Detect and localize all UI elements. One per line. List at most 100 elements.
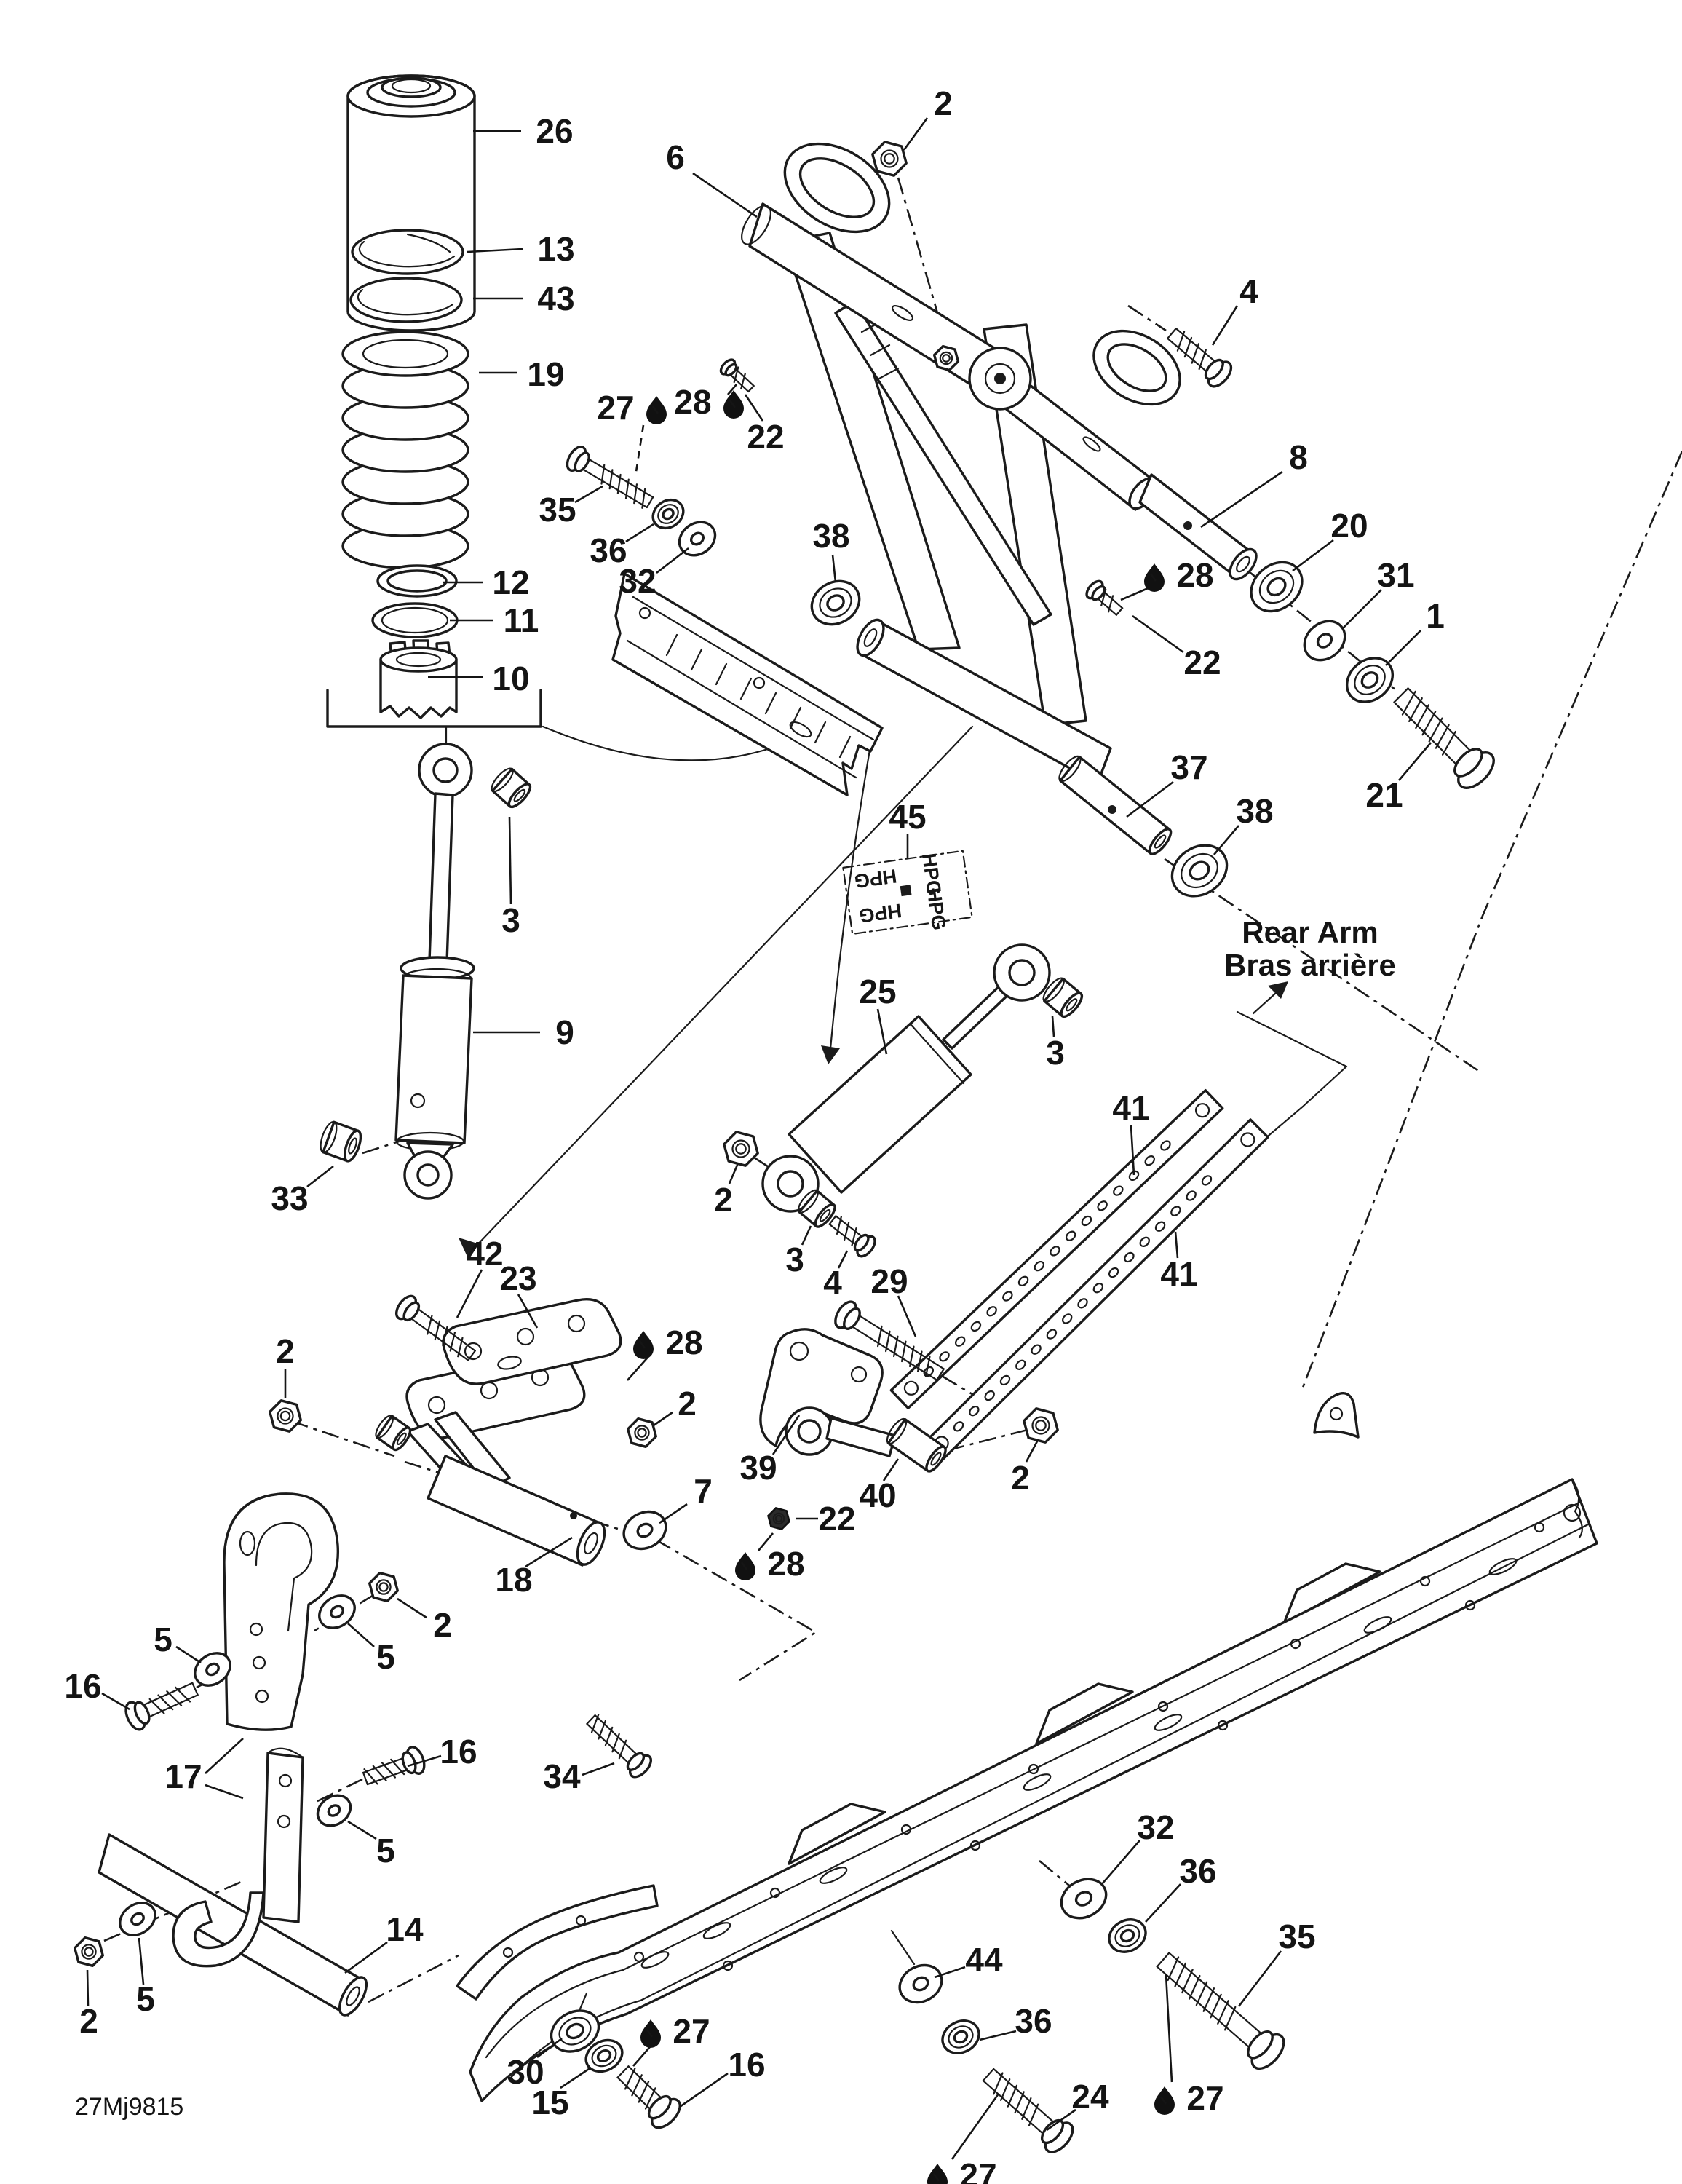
hex-nut — [269, 1399, 302, 1433]
svg-text:27: 27 — [673, 2012, 710, 2050]
cup-washer — [1346, 657, 1394, 703]
callout-37: 37 — [1126, 748, 1208, 818]
callout-28: 28 — [674, 383, 744, 421]
flat-washer — [119, 1902, 156, 1936]
svg-text:28: 28 — [665, 1324, 702, 1361]
svg-text:5: 5 — [376, 1638, 395, 1676]
svg-text:32: 32 — [619, 562, 656, 600]
decal-text: HPG — [923, 887, 951, 932]
svg-text:24: 24 — [1071, 2078, 1109, 2116]
svg-text:35: 35 — [1278, 1918, 1315, 1955]
hex-bolt — [362, 1746, 426, 1786]
callout-38: 38 — [812, 517, 850, 583]
hex-bolt — [1156, 1952, 1285, 2070]
svg-text:35: 35 — [539, 491, 576, 529]
callout-5: 5 — [347, 1820, 395, 1870]
callout-3: 3 — [1046, 1016, 1065, 1072]
flat-washer — [194, 1652, 231, 1687]
hex-bolt — [1085, 579, 1124, 616]
pin — [1058, 755, 1173, 855]
svg-text:5: 5 — [376, 1832, 395, 1870]
flat-washer — [316, 1794, 352, 1827]
callout-4: 4 — [823, 1250, 849, 1302]
callout-2: 2 — [653, 1385, 697, 1427]
cup-washer — [941, 2019, 980, 2054]
callout-39: 39 — [739, 1415, 801, 1487]
svg-text:16: 16 — [440, 1733, 477, 1770]
cup-washer — [1170, 844, 1229, 898]
callout-30: 30 — [507, 2037, 563, 2091]
callout-2: 2 — [79, 1969, 98, 2040]
svg-text:2: 2 — [934, 84, 953, 122]
flat-washer — [1303, 620, 1346, 662]
svg-text:8: 8 — [1289, 438, 1308, 476]
svg-text:2: 2 — [1011, 1459, 1030, 1497]
svg-text:37: 37 — [1170, 748, 1207, 786]
callout-36: 36 — [590, 523, 654, 569]
callout-16: 16 — [64, 1667, 130, 1711]
callout-36: 36 — [979, 2002, 1052, 2041]
svg-text:22: 22 — [818, 1500, 855, 1538]
cup-washer — [1108, 1918, 1147, 1953]
pin — [797, 1189, 836, 1228]
svg-text:2: 2 — [678, 1385, 697, 1423]
hex-nut — [723, 1131, 759, 1167]
svg-text:23: 23 — [499, 1259, 536, 1297]
callout-32: 32 — [619, 547, 689, 600]
svg-text:1: 1 — [1426, 597, 1445, 635]
svg-text:22: 22 — [747, 418, 784, 456]
svg-text:14: 14 — [386, 1910, 424, 1948]
svg-text:21: 21 — [1365, 776, 1403, 814]
callout-16: 16 — [679, 2046, 766, 2108]
callout-29: 29 — [870, 1262, 917, 1337]
svg-text:9: 9 — [555, 1013, 574, 1051]
decal-text: HPG — [858, 899, 903, 927]
cup-washer — [651, 498, 685, 530]
hex-nut — [767, 1507, 790, 1530]
svg-text:2: 2 — [276, 1332, 295, 1370]
callout-9: 9 — [473, 1013, 574, 1051]
flat-washer — [318, 1594, 356, 1629]
hex-bolt — [566, 446, 654, 509]
svg-text:36: 36 — [590, 531, 627, 569]
callout-22: 22 — [1132, 614, 1221, 681]
callout-41: 41 — [1112, 1089, 1150, 1176]
rail-fragment — [611, 572, 884, 796]
callout-2: 2 — [397, 1597, 452, 1644]
rocker-arm — [759, 1328, 897, 1457]
rear-shock — [761, 943, 1051, 1213]
spring-stack — [326, 74, 542, 761]
flat-washer — [678, 521, 717, 557]
flat-washer — [898, 1963, 943, 2004]
svg-text:13: 13 — [537, 230, 574, 268]
svg-text:17: 17 — [164, 1757, 202, 1795]
callout-35: 35 — [1237, 1918, 1316, 2007]
callout-3: 3 — [785, 1225, 812, 1278]
hex-bolt — [719, 358, 755, 393]
callout-32: 32 — [1101, 1808, 1175, 1885]
hpg-decal: HPG HPG HPG HPG — [842, 850, 973, 935]
callout-22: 22 — [796, 1500, 856, 1538]
callout-13: 13 — [467, 230, 575, 268]
svg-text:32: 32 — [1137, 1808, 1174, 1846]
svg-text:41: 41 — [1112, 1089, 1149, 1127]
hex-bolt — [982, 2068, 1074, 2153]
svg-text:4: 4 — [1239, 272, 1258, 310]
callout-22: 22 — [744, 394, 785, 456]
svg-text:41: 41 — [1160, 1255, 1197, 1293]
flat-washer — [1060, 1878, 1108, 1920]
callout-20: 20 — [1292, 507, 1368, 572]
svg-text:15: 15 — [531, 2084, 568, 2121]
svg-text:18: 18 — [495, 1561, 532, 1599]
callout-27: 27 — [927, 2093, 1000, 2184]
svg-text:39: 39 — [739, 1449, 777, 1487]
svg-text:6: 6 — [666, 138, 685, 176]
hex-bolt — [616, 2065, 681, 2129]
callout-38: 38 — [1213, 792, 1274, 855]
svg-text:42: 42 — [466, 1235, 503, 1273]
callout-5: 5 — [154, 1621, 202, 1664]
callout-1: 1 — [1385, 597, 1445, 666]
svg-text:28: 28 — [767, 1545, 804, 1583]
callout-27: 27 — [1154, 1974, 1224, 2117]
